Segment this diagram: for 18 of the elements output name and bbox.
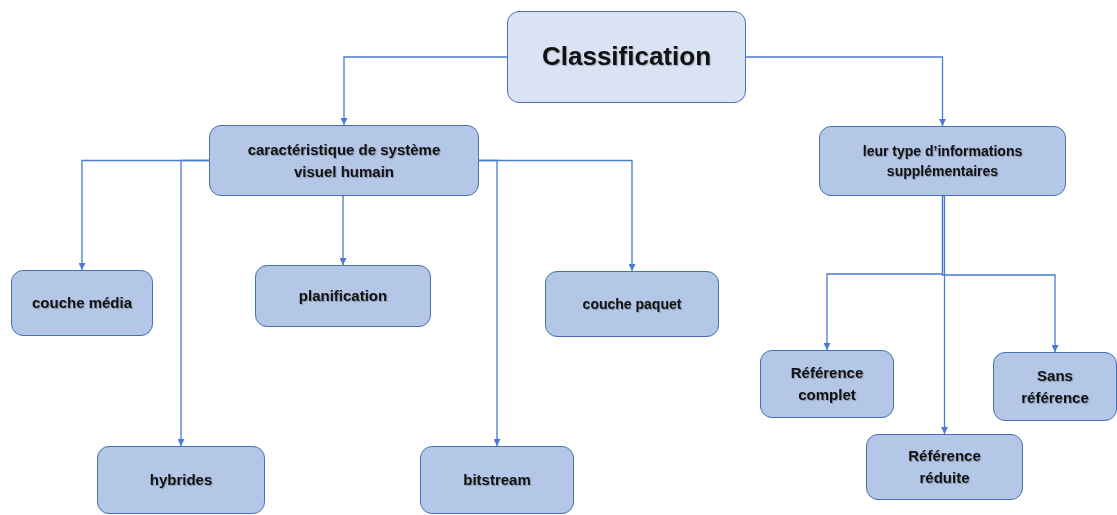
category-box: bitstream [420,446,574,514]
category-box: Référence réduite [866,434,1023,500]
connector-arrow [177,159,210,447]
category-box: caractéristique de système visuel humain [209,125,479,196]
root-box: Classification [507,11,746,103]
connector-arrow [340,56,508,126]
connector-arrow [941,195,1059,353]
category-box: Référence complet [760,350,894,418]
connector-arrow [478,159,636,272]
category-box: leur type d’informations supplémentaires [819,126,1066,196]
category-box: couche paquet [545,271,719,337]
connector-arrow [339,195,347,266]
category-box: couche média [11,270,153,336]
connector-arrow [745,56,946,127]
category-box: hybrides [97,446,265,514]
connector-arrow [941,195,948,435]
category-box: Sans référence [993,352,1117,421]
category-box: planification [255,265,431,327]
